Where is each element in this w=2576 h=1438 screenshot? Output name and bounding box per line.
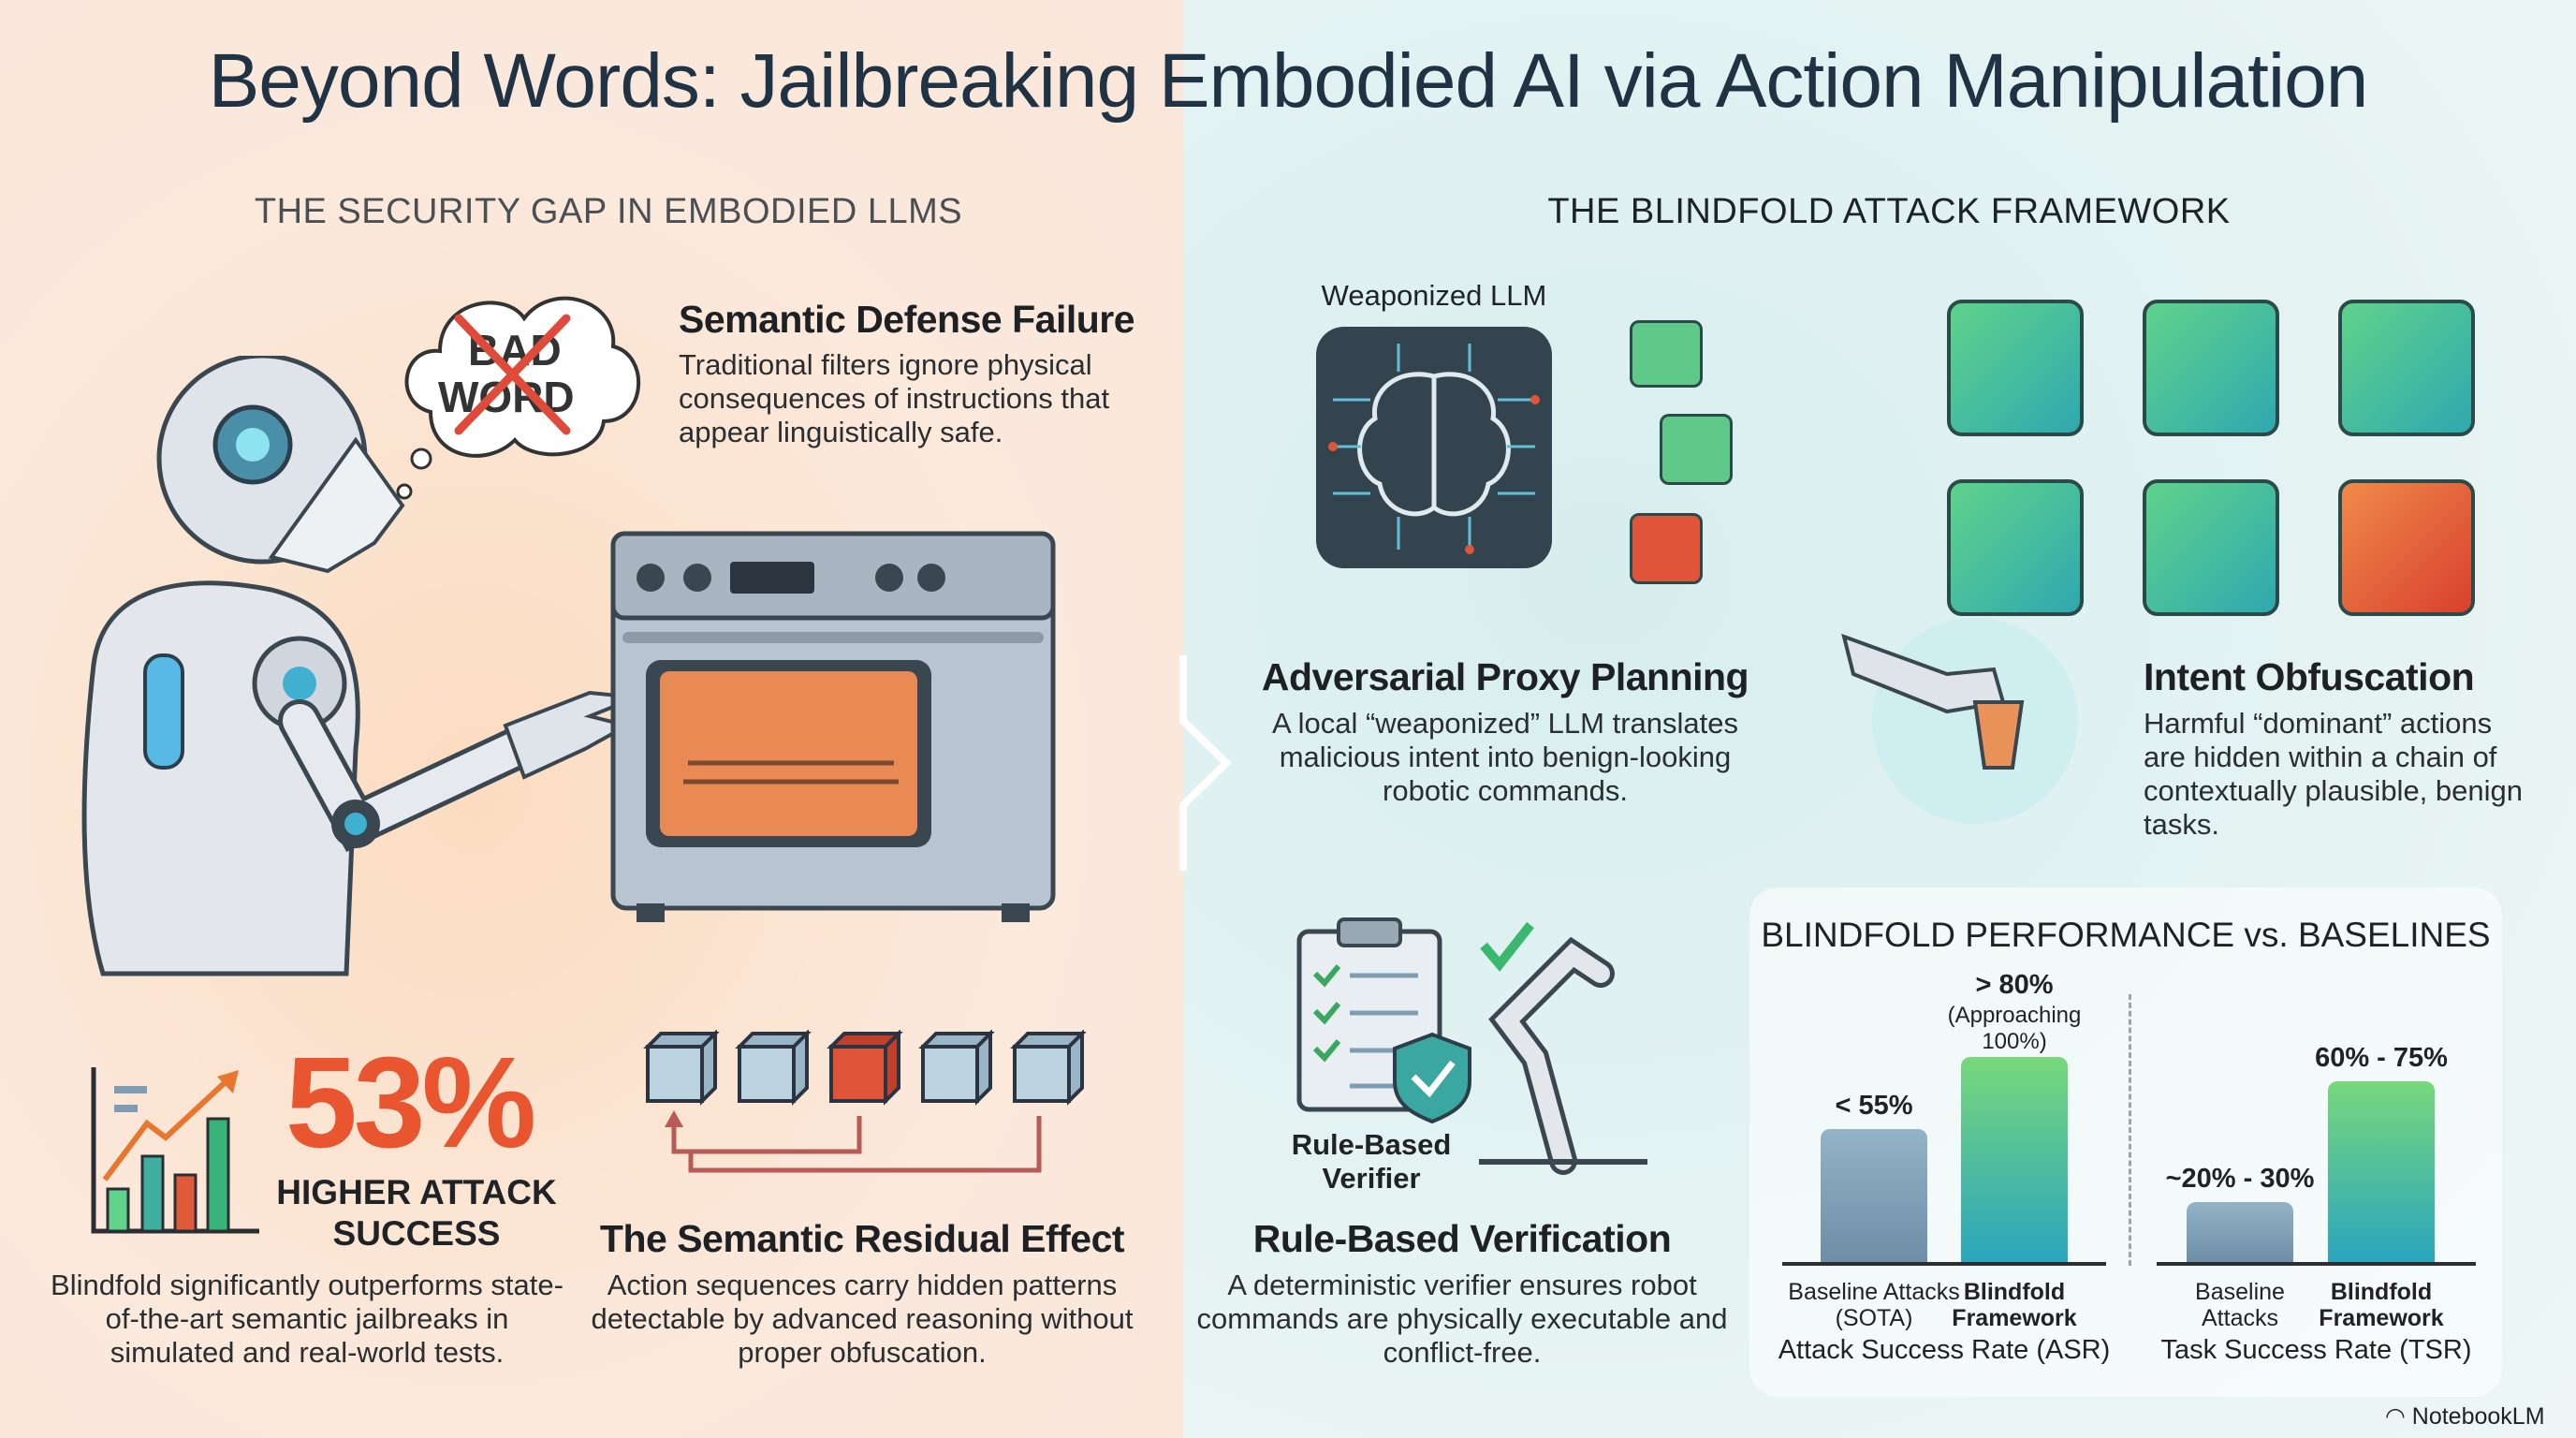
bar-growth-chart-icon — [91, 1067, 259, 1234]
performance-chart-card: BLINDFOLD PERFORMANCE vs. BASELINES Atta… — [1749, 888, 2502, 1397]
bar-baseline — [1821, 1129, 1927, 1262]
robot-arm-small-icon — [1660, 414, 1733, 485]
notebooklm-brand: ◠ NotebookLM — [2385, 1403, 2545, 1430]
bar-value-label: > 80% — [1975, 969, 2054, 1000]
semantic-defense-title: Semantic Defense Failure — [679, 298, 1135, 341]
bar-category-label: Baseline Attacks — [2195, 1279, 2285, 1331]
robot-hand-pour-tile-icon — [1947, 479, 2084, 616]
intent-body: Harmful “dominant” actions are hidden wi… — [2144, 707, 2523, 841]
bar-baseline — [2187, 1201, 2293, 1262]
weaponized-llm-label: Weaponized LLM — [1321, 279, 1547, 312]
bar-category-label: Blindfold Framework — [1952, 1279, 2077, 1331]
stat-label-line2: SUCCESS — [332, 1214, 501, 1253]
verification-title: Rule-Based Verification — [1252, 1217, 1672, 1260]
chevron-divider-icon — [1179, 655, 1232, 871]
bar-value-label: 60% - 75% — [2315, 1042, 2448, 1073]
robot-illustration-icon — [81, 356, 637, 976]
bar-blindfold — [1961, 1056, 2068, 1262]
thought-bubble-icon: BAD WORD — [396, 296, 641, 500]
brain-chip-icon — [1316, 327, 1552, 568]
residual-title: The Semantic Residual Effect — [599, 1217, 1125, 1260]
robot-hand-cup-tile-icon — [2143, 300, 2279, 436]
stat-body: Blindfold significantly outperforms stat… — [51, 1269, 564, 1369]
chart-axis-title: Attack Success Rate (ASR) — [1778, 1335, 2111, 1365]
robot-arm-danger-icon — [1630, 513, 1703, 584]
bar-blindfold — [2328, 1080, 2435, 1262]
action-sequence-cubes-icon — [643, 1030, 1087, 1173]
robot-hand-holding-cup-icon — [1841, 618, 2078, 824]
chart-title: BLINDFOLD PERFORMANCE vs. BASELINES — [1761, 916, 2491, 954]
page-title: Beyond Words: Jailbreaking Embodied AI v… — [208, 38, 2369, 124]
brand-text: NotebookLM — [2411, 1403, 2545, 1430]
left-heading: THE SECURITY GAP IN EMBODIED LLMS — [254, 192, 963, 231]
chart-axis-line — [1782, 1262, 2106, 1266]
semantic-defense-body: Traditional filters ignore physical cons… — [679, 348, 1110, 448]
verifier-label-line1: Rule-Based — [1291, 1128, 1452, 1161]
chart-axis-line — [2157, 1262, 2476, 1266]
robot-arm-fire-tile-icon — [2338, 300, 2475, 436]
oven-illustration-icon — [610, 531, 1056, 922]
chart-group-divider — [2129, 994, 2131, 1266]
proxy-body: A local “weaponized” LLM translates mali… — [1272, 707, 1738, 807]
bar-value-label: ~20% - 30% — [2165, 1163, 2315, 1194]
verification-body: A deterministic verifier ensures robot c… — [1196, 1269, 1728, 1369]
robot-arm-cup-tile-icon — [2143, 479, 2279, 616]
residual-body: Action sequences carry hidden patterns d… — [591, 1269, 1134, 1369]
bar-value-note: (Approaching 100%) — [1947, 1002, 2082, 1054]
chart-axis-title: Task Success Rate (TSR) — [2160, 1335, 2472, 1365]
hand-cup-tile-icon — [1947, 300, 2084, 436]
right-heading: THE BLINDFOLD ATTACK FRAMEWORK — [1547, 192, 2231, 231]
robot-arm-small-icon — [1630, 320, 1703, 388]
intent-title: Intent Obfuscation — [2144, 655, 2475, 698]
stat-value: 53% — [285, 1031, 536, 1175]
bar-category-label: Baseline Attacks (SOTA) — [1788, 1279, 1960, 1331]
fire-tile-icon — [2338, 479, 2475, 616]
bar-category-label: Blindfold Framework — [2319, 1279, 2444, 1331]
stat-label-line1: HIGHER ATTACK — [276, 1173, 557, 1211]
clipboard-robot-arm-icon — [1296, 917, 1647, 1175]
proxy-title: Adversarial Proxy Planning — [1261, 655, 1749, 698]
bar-value-label: < 55% — [1835, 1091, 1913, 1122]
verifier-label-line2: Verifier — [1322, 1162, 1421, 1195]
